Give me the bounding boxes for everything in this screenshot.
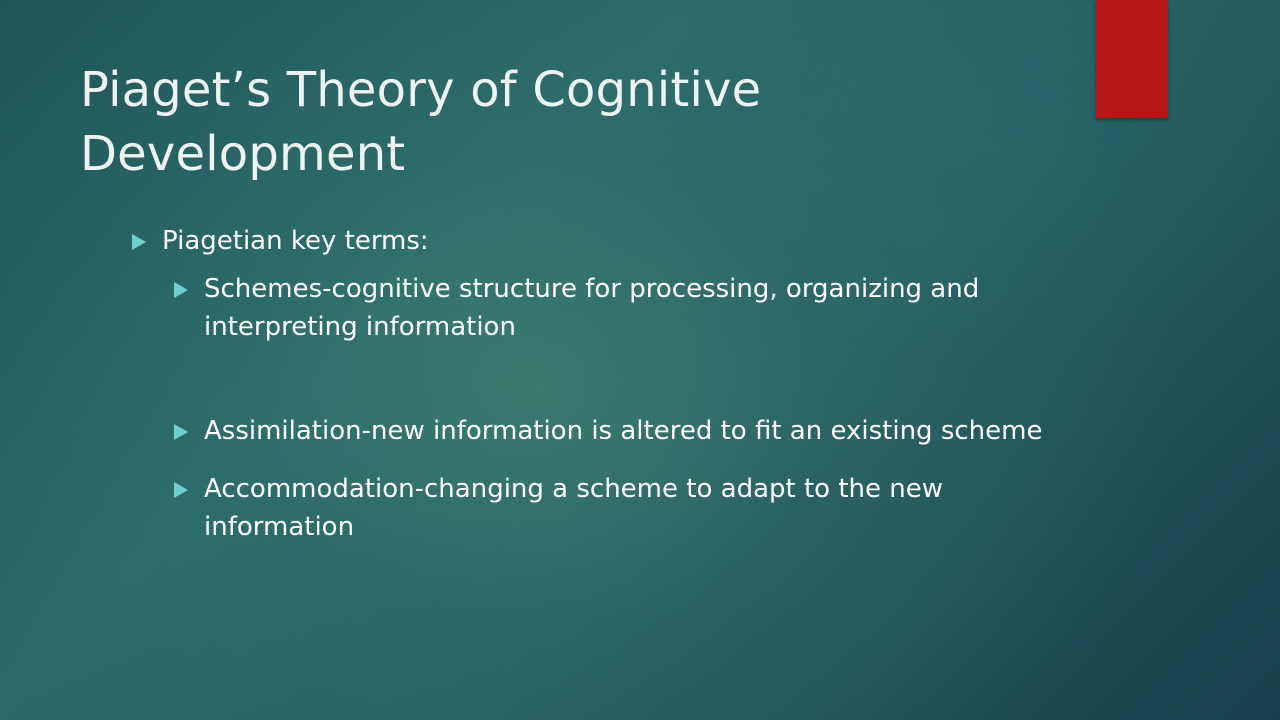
bullet-list: Piagetian key terms: Schemes-cognitive s… bbox=[132, 222, 1092, 546]
triangle-bullet-icon bbox=[132, 234, 146, 250]
bullet-text: Schemes-cognitive structure for processi… bbox=[204, 274, 980, 342]
bullet-item-assimilation: Assimilation-new information is altered … bbox=[174, 412, 1092, 450]
bullet-text: Accommodation-changing a scheme to adapt… bbox=[204, 474, 944, 542]
bullet-item-key-terms: Piagetian key terms: bbox=[132, 222, 1092, 260]
slide-title: Piaget’s Theory of Cognitive Development bbox=[80, 62, 762, 182]
bullet-item-schemes: Schemes-cognitive structure for processi… bbox=[174, 270, 1092, 346]
triangle-bullet-icon bbox=[174, 424, 188, 440]
triangle-bullet-icon bbox=[174, 282, 188, 298]
triangle-bullet-icon bbox=[174, 482, 188, 498]
bullet-text: Assimilation-new information is altered … bbox=[204, 416, 1043, 446]
accent-bar bbox=[1096, 0, 1168, 118]
bullet-text: Piagetian key terms: bbox=[162, 226, 429, 256]
bullet-item-accommodation: Accommodation-changing a scheme to adapt… bbox=[174, 470, 1092, 546]
